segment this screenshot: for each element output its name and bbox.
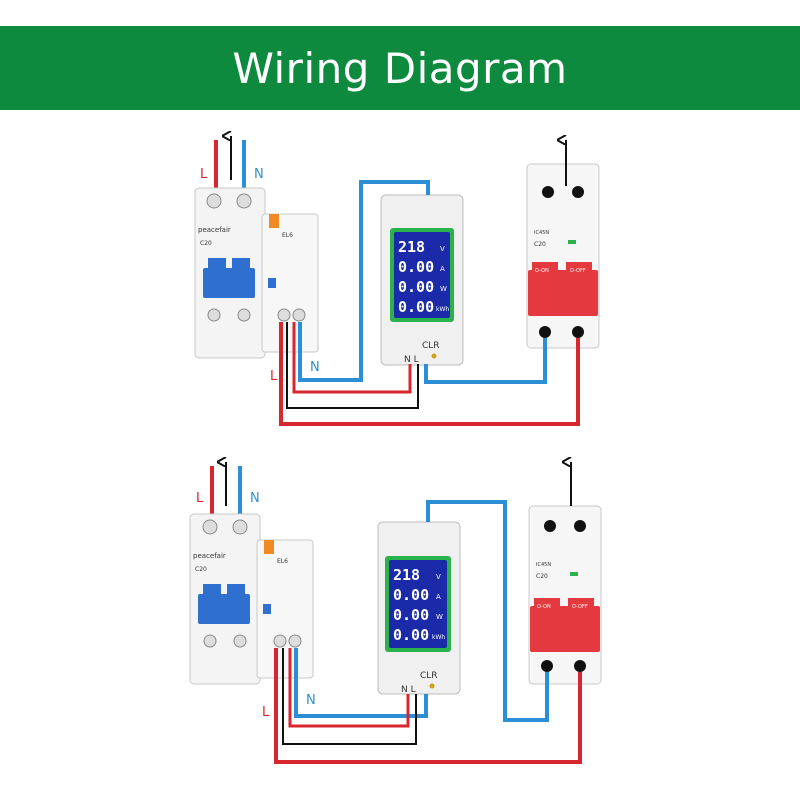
meter-power: 0.00	[398, 278, 434, 296]
rcbo-breaker: peacefair C20 EL6	[194, 187, 319, 359]
mcb-breaker: IC45N C20 O-ON O-OFF	[526, 163, 600, 349]
meter-black-wire	[282, 648, 417, 745]
diagram-top: L N peacefair C20 EL6 218 V	[194, 136, 600, 426]
meter-voltage-unit: V	[440, 245, 445, 253]
mcb-on-label: O-ON	[537, 604, 551, 610]
supply-neutral-label: N	[254, 167, 264, 182]
load-neutral-wire	[426, 500, 549, 722]
rcbo-type: EL6	[282, 232, 293, 239]
meter-energy: 0.00	[398, 298, 434, 316]
energy-meter: 218 V 0.00 A 0.00 W 0.00 kWh CLR N L	[380, 194, 464, 366]
output-live-label: L	[262, 705, 270, 720]
meter-clr-label: CLR	[422, 341, 440, 351]
output-neutral-label: N	[306, 693, 316, 708]
energy-meter: 218 V 0.00 A 0.00 W 0.00 kWh CLR N L	[377, 521, 461, 695]
rcbo-breaker: peacefair C20 EL6	[189, 513, 314, 685]
diagram-bottom: L N peacefair C20 EL6 218 V 0.0	[189, 462, 602, 764]
meter-current: 0.00	[393, 586, 429, 604]
meter-black-wire	[286, 322, 419, 409]
mcb-off-label: O-OFF	[570, 268, 586, 274]
meter-live-wire	[288, 648, 410, 728]
meter-voltage-unit: V	[436, 573, 441, 581]
rcbo-brand: peacefair	[198, 226, 231, 234]
mcb-on-label: O-ON	[535, 268, 549, 274]
meter-neutral-wire	[294, 648, 428, 718]
supply-neutral-label: N	[250, 491, 260, 506]
title-banner: Wiring Diagram	[0, 26, 800, 110]
mcb-series: IC45N	[534, 230, 549, 236]
output-neutral-label: N	[310, 360, 320, 375]
supply-live-label: L	[196, 491, 204, 506]
meter-terminal-labels: N L	[404, 355, 419, 365]
meter-energy: 0.00	[393, 626, 429, 644]
meter-voltage: 218	[398, 238, 425, 256]
load-live-wire	[279, 322, 580, 426]
rcbo-type: EL6	[277, 558, 288, 565]
meter-live-wire	[292, 322, 412, 394]
meter-voltage: 218	[393, 566, 420, 584]
meter-energy-unit: kWh	[432, 634, 445, 641]
meter-neutral-wire	[298, 180, 430, 382]
meter-power: 0.00	[393, 606, 429, 624]
mcb-model: C20	[534, 241, 546, 248]
supply-live-label: L	[200, 167, 208, 182]
rcbo-brand: peacefair	[193, 552, 226, 560]
page-title: Wiring Diagram	[232, 43, 568, 93]
meter-current: 0.00	[398, 258, 434, 276]
meter-current-unit: A	[440, 265, 445, 273]
rcbo-model: C20	[195, 566, 207, 573]
mcb-off-label: O-OFF	[572, 604, 588, 610]
load-live-wire	[274, 648, 582, 764]
output-live-label: L	[270, 369, 278, 384]
meter-terminal-labels: N L	[401, 685, 416, 695]
load-neutral-wire	[424, 338, 547, 384]
meter-power-unit: W	[440, 285, 447, 293]
mcb-model: C20	[536, 573, 548, 580]
meter-clr-label: CLR	[420, 671, 438, 681]
rcbo-model: C20	[200, 240, 212, 247]
meter-power-unit: W	[436, 613, 443, 621]
mcb-series: IC45N	[536, 562, 551, 568]
meter-energy-unit: kWh	[436, 306, 449, 313]
mcb-breaker: IC45N C20 O-ON O-OFF	[528, 505, 602, 685]
meter-current-unit: A	[436, 593, 441, 601]
